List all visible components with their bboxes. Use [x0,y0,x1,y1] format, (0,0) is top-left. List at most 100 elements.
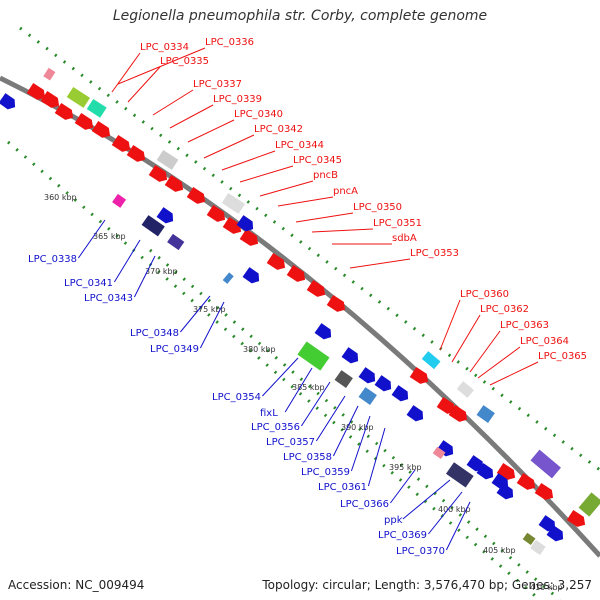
gene-label[interactable]: LPC_0357 [266,437,315,448]
tick-label: 360 kbp [44,193,77,202]
gene-label[interactable]: LPC_0343 [84,293,133,304]
gene-arrow [538,515,556,532]
gene-box [43,67,56,81]
tick-label: 385 kbp [292,383,325,392]
gene-label[interactable]: LPC_0356 [251,422,300,433]
label-leader-line [428,491,463,535]
gene-label[interactable]: LPC_0362 [480,304,529,315]
gene-label[interactable]: LPC_0360 [460,289,509,300]
label-leader-line [259,180,314,197]
gene-arrow [341,347,359,364]
gene-arrow [242,267,260,284]
gene-arrow [266,252,286,270]
gene-box [222,272,234,284]
topology-text: Topology: circular; Length: 3,576,470 bp… [262,578,592,592]
gene-label[interactable]: LPC_0370 [396,546,445,557]
gene-label[interactable]: LPC_0335 [160,56,209,67]
gene-label[interactable]: sdbA [392,233,417,244]
gene-arrow [206,204,226,222]
gene-box [456,381,474,398]
gene-box [86,98,107,118]
gene-arrow [236,215,254,232]
gene-label[interactable]: LPC_0364 [520,336,569,347]
dotted-guide-line [19,26,600,472]
gene-arrow [448,404,468,422]
label-leader-line [239,165,294,183]
gene-features [0,67,600,555]
gene-arrow [436,396,456,414]
label-leader-line [203,134,255,159]
gene-box [358,387,377,405]
gene-label[interactable]: LPC_0365 [538,351,587,362]
gene-label[interactable]: pncB [313,170,338,181]
gene-arrow [534,482,554,500]
gene-label[interactable]: LPC_0366 [340,499,389,510]
gene-box [66,86,91,108]
label-leader-line [133,255,156,298]
gene-label[interactable]: LPC_0361 [318,482,367,493]
tick-label: 395 kbp [389,463,422,472]
gene-arrow [74,112,94,130]
label-leader-line [445,501,471,551]
gene-label[interactable]: LPC_0349 [150,344,199,355]
tick-label: 370 kbp [145,267,178,276]
gene-arrow [306,279,326,297]
gene-box [578,492,600,517]
gene-arrow [111,134,131,152]
label-leader-line [350,415,371,472]
gene-box [522,532,536,546]
gene-label[interactable]: LPC_0369 [378,530,427,541]
gene-arrow [391,385,409,402]
gene-arrow [496,483,514,500]
gene-label[interactable]: LPC_0358 [283,452,332,463]
gene-box [334,370,353,388]
label-leader-line [113,239,141,283]
gene-box [141,215,165,237]
tick-label: 375 kbp [193,305,226,314]
label-leader-line [199,301,225,349]
gene-arrow [406,405,424,422]
gene-box [112,193,127,208]
label-leader-line [439,299,461,351]
gene-label[interactable]: fixL [260,408,278,419]
gene-label[interactable]: LPC_0359 [301,467,350,478]
gene-label[interactable]: LPC_0340 [234,109,283,120]
gene-arrow [409,366,429,384]
gene-label[interactable]: LPC_0354 [212,392,261,403]
gene-label[interactable]: LPC_0341 [64,278,113,289]
gene-label[interactable]: LPC_0344 [275,140,324,151]
label-leader-line [180,295,211,333]
gene-label[interactable]: LPC_0334 [140,42,189,53]
gene-arrow [40,90,60,108]
gene-label[interactable]: LPC_0350 [353,202,402,213]
dotted-guides [7,26,600,600]
label-leader-line [300,381,331,427]
gene-label[interactable]: LPC_0348 [130,328,179,339]
label-leader-line [187,119,235,143]
gene-label[interactable]: ppk [384,515,403,526]
gene-label[interactable]: LPC_0363 [500,320,549,331]
label-leader-line [489,361,539,386]
gene-label[interactable]: LPC_0336 [205,37,254,48]
tick-label: 365 kbp [93,232,126,241]
gene-label[interactable]: LPC_0338 [28,254,77,265]
gene-label[interactable]: LPC_0339 [213,94,262,105]
gene-arrow [466,455,484,472]
label-leader-line [451,314,481,363]
gene-label[interactable]: LPC_0351 [373,218,422,229]
gene-arrow [546,525,564,542]
gene-label[interactable]: LPC_0345 [293,155,342,166]
gene-arrow [476,463,494,480]
gene-label[interactable]: LPC_0353 [410,248,459,259]
gene-label[interactable]: pncA [333,186,358,197]
label-leader-line [169,104,214,129]
label-leader-line [315,395,346,442]
gene-label[interactable]: LPC_0337 [193,79,242,90]
gene-box [445,462,474,488]
gene-arrow [186,186,206,204]
dotted-guide-line [149,248,561,600]
gene-label[interactable]: LPC_0342 [254,124,303,135]
gene-arrow [239,228,259,246]
gene-arrow [358,367,376,384]
